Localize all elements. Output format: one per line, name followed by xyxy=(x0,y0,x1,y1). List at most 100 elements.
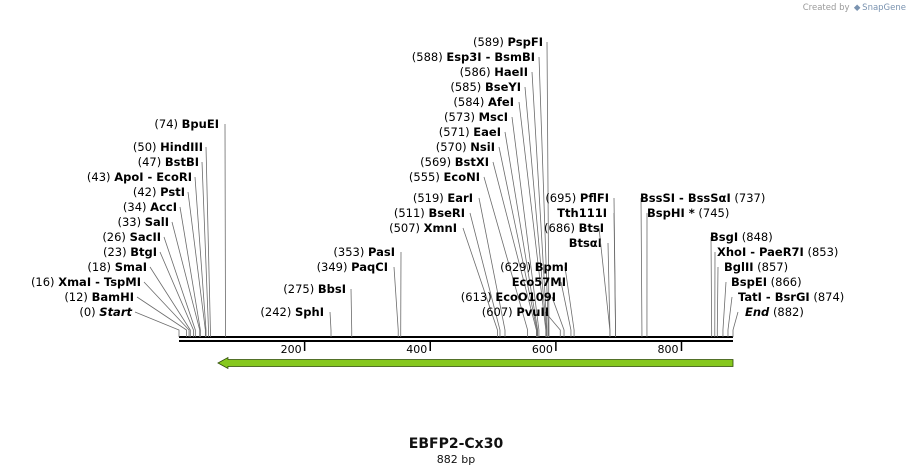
site-leader-line xyxy=(560,281,572,337)
separator: - xyxy=(91,275,104,289)
site-leader-line xyxy=(727,296,733,337)
site-enzyme-name: HindIII xyxy=(160,140,203,154)
site-leader-line xyxy=(159,251,194,337)
site-position: (589) xyxy=(473,35,504,49)
site-leader-line xyxy=(194,176,207,337)
site-enzyme-name: EarI xyxy=(447,191,473,205)
site-label: (242) SphI xyxy=(260,305,324,319)
site-label: (507) XmnI xyxy=(389,221,457,235)
site-position: (588) xyxy=(412,50,443,64)
site-label: (555) EcoNI xyxy=(409,170,480,184)
site-label: (34) AccI xyxy=(123,200,177,214)
site-enzyme-name-2: PaeR7I xyxy=(759,245,804,259)
site-position: (507) xyxy=(389,221,420,235)
site-leader-line xyxy=(710,236,713,337)
site-leader-line xyxy=(329,311,332,337)
site-enzyme-name: PaqCI xyxy=(351,260,388,274)
site-label: (571) EaeI xyxy=(439,125,501,139)
ruler-tick-label: 200 xyxy=(281,343,302,356)
site-position: (242) xyxy=(260,305,291,319)
site-label: BssSI - BssSαI (737) xyxy=(640,191,765,205)
site-enzyme-name: AccI xyxy=(150,200,177,214)
site-enzyme-name-2: BssSαI xyxy=(688,191,731,205)
site-enzyme-name: PstI xyxy=(160,185,185,199)
site-enzyme-name: BbsI xyxy=(318,282,346,296)
site-leader-line xyxy=(187,191,206,337)
site-label: (584) AfeI xyxy=(453,95,514,109)
site-enzyme-name: Eco57MI xyxy=(512,275,566,289)
site-position: (33) xyxy=(117,215,141,229)
site-position: (571) xyxy=(439,125,470,139)
site-position: (585) xyxy=(450,80,481,94)
site-enzyme-name: TatI xyxy=(738,290,762,304)
site-leader-line xyxy=(732,311,739,337)
site-position: (349) xyxy=(317,260,348,274)
site-position: (353) xyxy=(333,245,364,259)
separator: - xyxy=(675,191,688,205)
site-position: (275) xyxy=(283,282,314,296)
snapgene-credit: Created by ◆ SnapGene xyxy=(803,3,906,13)
site-leader-line xyxy=(518,101,547,337)
site-label: (47) BstBI xyxy=(138,155,199,169)
site-leader-line xyxy=(492,161,537,337)
site-leader-line xyxy=(205,146,211,337)
site-leader-line xyxy=(171,221,201,337)
site-label: (43) ApoI - EcoRI xyxy=(87,170,192,184)
site-enzyme-name: XmaI xyxy=(58,275,91,289)
site-leader-line xyxy=(393,266,399,337)
map-title: EBFP2-Cx30 xyxy=(408,436,504,452)
site-enzyme-name: PasI xyxy=(368,245,395,259)
site-leader-line xyxy=(511,116,540,337)
site-leader-line xyxy=(716,266,719,337)
separator: - xyxy=(144,170,157,184)
site-leader-line xyxy=(613,197,616,337)
site-leader-line xyxy=(163,236,196,337)
separator: - xyxy=(762,290,775,304)
site-position: (50) xyxy=(133,140,157,154)
site-position: (43) xyxy=(87,170,111,184)
site-label: (16) XmaI - TspMI xyxy=(31,275,141,289)
site-enzyme-name: Tth111I xyxy=(557,206,607,220)
site-label: (585) BseYI xyxy=(450,80,521,94)
site-label: (695) PflFI xyxy=(545,191,609,205)
site-enzyme-name: BtgI xyxy=(130,245,157,259)
site-label: (353) PasI xyxy=(333,245,395,259)
credit-brand: SnapGene xyxy=(862,3,906,13)
site-position: (16) xyxy=(31,275,55,289)
site-leader-line xyxy=(504,131,539,337)
site-enzyme-name: ApoI xyxy=(114,170,143,184)
site-position: (519) xyxy=(413,191,444,205)
site-position: (511) xyxy=(394,206,425,220)
site-label: (613) EcoO109I xyxy=(461,290,556,304)
site-leader-line xyxy=(551,296,565,337)
site-enzyme-name-2: TspMI xyxy=(104,275,141,289)
site-position: (47) xyxy=(138,155,162,169)
site-enzyme-name: EcoNI xyxy=(444,170,480,184)
site-enzyme-name: XhoI xyxy=(717,245,746,259)
site-enzyme-name: SacII xyxy=(130,230,161,244)
site-leader-line xyxy=(546,41,550,337)
site-label: (26) SacII xyxy=(102,230,161,244)
site-leader-line xyxy=(722,281,727,337)
site-leader-line xyxy=(598,227,611,337)
site-enzyme-name-2: BsmBI xyxy=(494,50,535,64)
site-enzyme-name: PflFI xyxy=(580,191,609,205)
site-leader-line xyxy=(201,161,209,337)
site-position: (23) xyxy=(103,245,127,259)
separator: - xyxy=(482,50,495,64)
site-leader-line xyxy=(483,176,529,337)
site-enzyme-name: PspFI xyxy=(508,35,543,49)
site-label: BspEI (866) xyxy=(731,275,802,289)
site-leader-line xyxy=(143,281,190,337)
site-position: (42) xyxy=(133,185,157,199)
site-position: (573) xyxy=(444,110,475,124)
site-enzyme-name: End xyxy=(745,305,770,319)
site-position: (882) xyxy=(773,305,804,319)
site-position: (737) xyxy=(734,191,765,205)
site-label: (275) BbsI xyxy=(283,282,346,296)
site-position: (26) xyxy=(102,230,126,244)
site-label: (573) MscI xyxy=(444,110,508,124)
site-position: (569) xyxy=(420,155,451,169)
site-enzyme-name: NsiI xyxy=(470,140,495,154)
site-leader-line xyxy=(136,296,187,337)
